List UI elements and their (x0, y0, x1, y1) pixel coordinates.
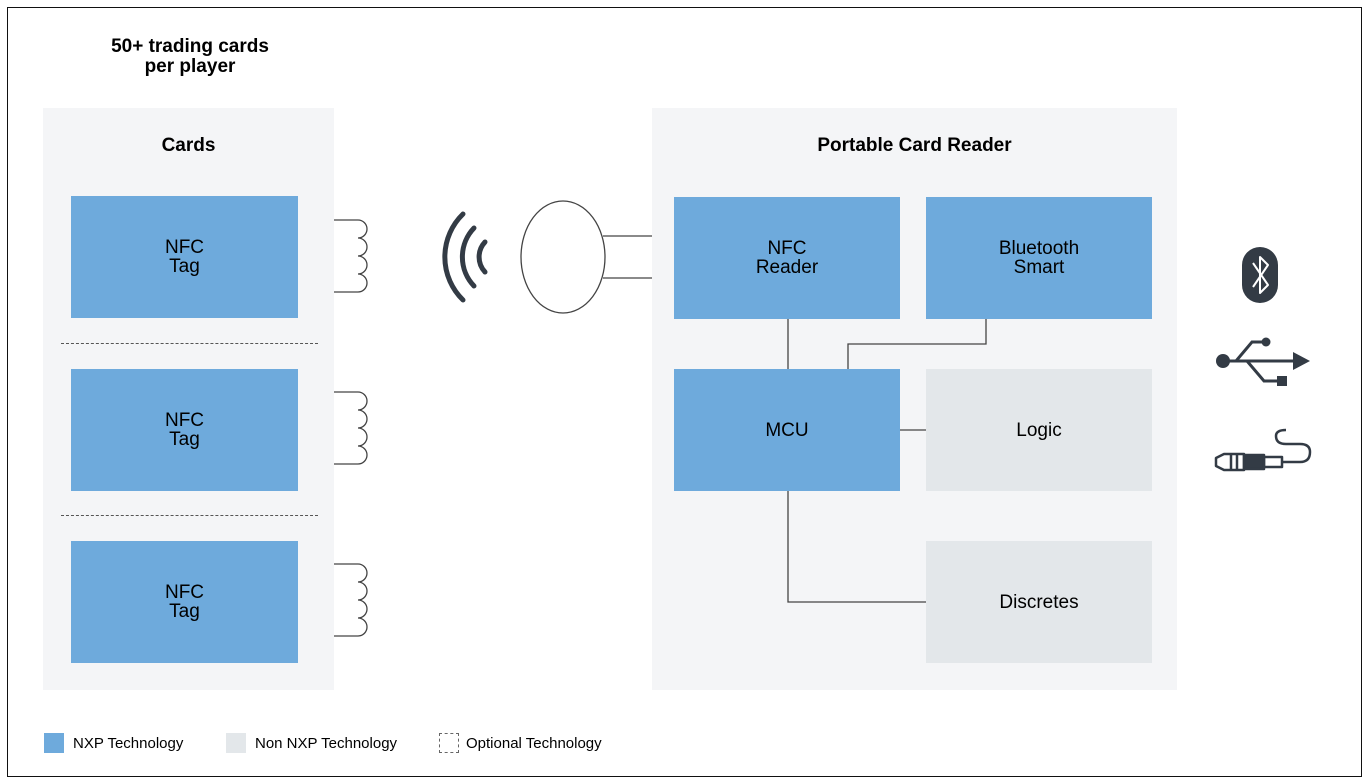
cards-count-heading: 50+ trading cards per player (111, 36, 269, 77)
nfc-tag-block: NFC Tag (71, 196, 298, 318)
bluetooth-icon (1242, 247, 1278, 303)
legend-non-nxp-label: Non NXP Technology (255, 734, 398, 752)
coil-antenna-icon (334, 563, 368, 637)
coil-antenna-icon (334, 391, 368, 465)
reader-antenna-icon (520, 200, 606, 314)
usb-icon (1216, 337, 1310, 386)
legend-nxp-swatch (44, 733, 64, 753)
mcu-block: MCU (674, 369, 900, 491)
mcu-discretes-link (787, 491, 926, 603)
wireless-waves-icon (442, 211, 488, 303)
legend-non-nxp-swatch (226, 733, 246, 753)
bluetooth-smart-block: Bluetooth Smart (926, 197, 1152, 319)
discretes-block: Discretes (926, 541, 1152, 663)
legend-nxp: NXP Technology (44, 733, 183, 753)
logic-block: Logic (926, 369, 1152, 491)
nfc-reader-block: NFC Reader (674, 197, 900, 319)
legend-optional: Optional Technology (439, 733, 602, 753)
legend-non-nxp: Non NXP Technology (226, 733, 397, 753)
card-divider (61, 343, 318, 344)
nfc-tag-block: NFC Tag (71, 369, 298, 491)
nfc-tag-block: NFC Tag (71, 541, 298, 663)
legend-optional-swatch (439, 733, 459, 753)
cards-panel-title: Cards (161, 135, 216, 156)
coil-antenna-icon (334, 219, 368, 293)
reader-panel-title: Portable Card Reader (817, 135, 1012, 156)
bluetooth-mcu-link (847, 319, 987, 369)
legend-nxp-label: NXP Technology (73, 734, 184, 752)
audio-jack-icon (1214, 428, 1312, 472)
legend-optional-label: Optional Technology (466, 734, 602, 752)
card-divider (61, 515, 318, 516)
